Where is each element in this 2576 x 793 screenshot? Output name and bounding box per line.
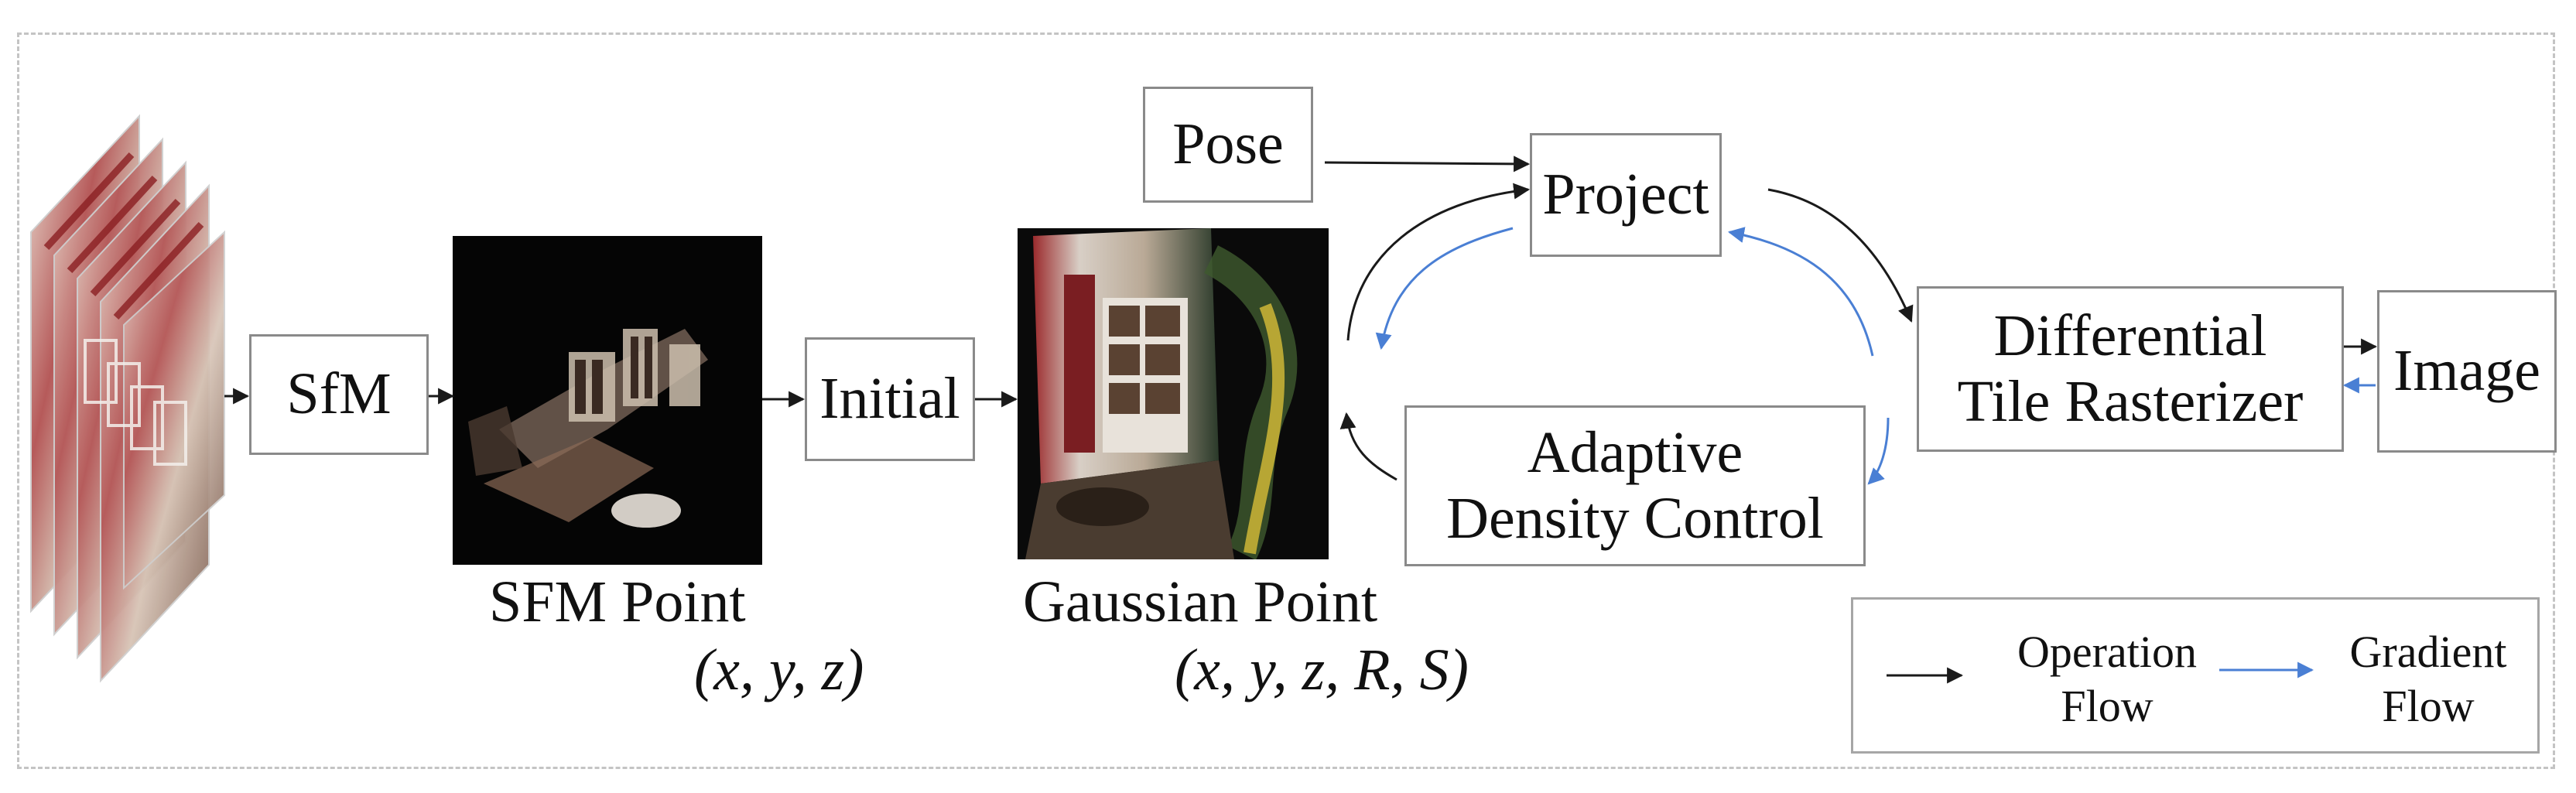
project-box: Project bbox=[1530, 133, 1722, 257]
sfm-point-caption: SFM Point bbox=[489, 569, 746, 634]
pose-label: Pose bbox=[1172, 111, 1284, 177]
legend-operation-label: Operation Flow bbox=[1972, 625, 2242, 733]
legend-operation-line1: Operation bbox=[2017, 627, 2197, 677]
project-label: Project bbox=[1542, 162, 1709, 227]
sfm-box: SfM bbox=[249, 334, 429, 455]
adaptive-density-control-box: Adaptive Density Control bbox=[1404, 405, 1866, 566]
sfm-point-coords: (x, y, z) bbox=[694, 637, 864, 702]
gaussian-point-image bbox=[1018, 228, 1329, 559]
rasterizer-box: Differential Tile Rasterizer bbox=[1917, 286, 2344, 452]
adc-label-line1: Adaptive bbox=[1527, 419, 1743, 485]
gradient-rasterizer-to-adc bbox=[1867, 417, 1890, 485]
sfm-point-cloud-image bbox=[453, 236, 762, 565]
gaussian-point-coords: (x, y, z, R, S) bbox=[1175, 637, 1469, 702]
legend-gradient-line1: Gradient bbox=[2349, 627, 2507, 677]
image-label: Image bbox=[2393, 338, 2540, 404]
sfm-label: SfM bbox=[286, 361, 392, 427]
rasterizer-label-line2: Tile Rasterizer bbox=[1957, 369, 2304, 434]
sfm-point-cloud-illustration bbox=[453, 236, 762, 565]
arrow-pose-to-project bbox=[1324, 156, 1531, 173]
adc-label-line2: Density Control bbox=[1446, 486, 1824, 551]
image-box: Image bbox=[2377, 290, 2557, 453]
arrow-project-to-rasterizer bbox=[1767, 188, 1914, 323]
legend-gradient-line2: Flow bbox=[2382, 680, 2475, 731]
gradient-rasterizer-to-project bbox=[1727, 227, 1874, 357]
legend-operation-line2: Flow bbox=[2061, 680, 2154, 731]
pose-box: Pose bbox=[1143, 87, 1313, 203]
initial-box: Initial bbox=[805, 337, 975, 461]
initial-label: Initial bbox=[819, 366, 960, 432]
gradient-project-to-gaussian bbox=[1375, 227, 1514, 350]
legend-box bbox=[1851, 597, 2540, 754]
gaussian-point-illustration bbox=[1018, 228, 1329, 559]
rasterizer-label-line1: Differential bbox=[1993, 303, 2267, 368]
legend-gradient-label: Gradient Flow bbox=[2312, 625, 2544, 733]
arrow-adc-to-gaussian bbox=[1339, 412, 1397, 481]
arrow-gaussian-to-project bbox=[1346, 183, 1531, 341]
gaussian-point-caption: Gaussian Point bbox=[1023, 569, 1378, 634]
